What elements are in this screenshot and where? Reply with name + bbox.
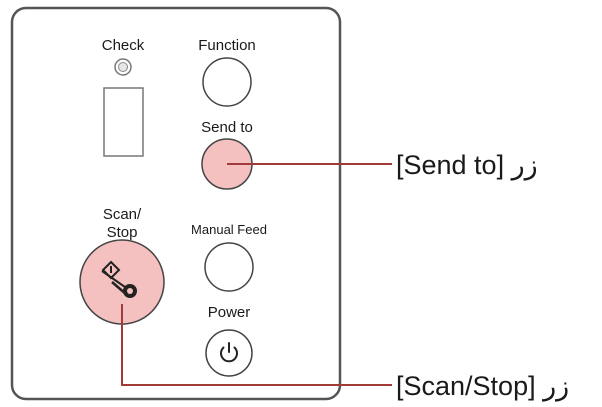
check-label: Check (102, 37, 145, 54)
function-button[interactable] (202, 57, 252, 107)
power-label: Power (208, 304, 251, 321)
function-label: Function (198, 37, 256, 54)
send-to-callout-text: [Send to] زر (396, 150, 538, 181)
operator-panel (10, 6, 342, 401)
scan-stop-callout-text: [Scan/Stop] زر (396, 371, 569, 402)
power-icon (220, 342, 238, 363)
check-led-icon (114, 58, 132, 76)
scan-stop-label-line1: Scan/ (103, 206, 142, 223)
check-display-window (103, 87, 144, 157)
manual-feed-label: Manual Feed (191, 222, 267, 237)
scan-stop-icon (101, 260, 137, 298)
scan-stop-label-line2: Stop (107, 224, 138, 241)
scan-stop-callout-line (121, 304, 392, 386)
send-to-label: Send to (201, 119, 253, 136)
manual-feed-button[interactable] (204, 242, 254, 292)
